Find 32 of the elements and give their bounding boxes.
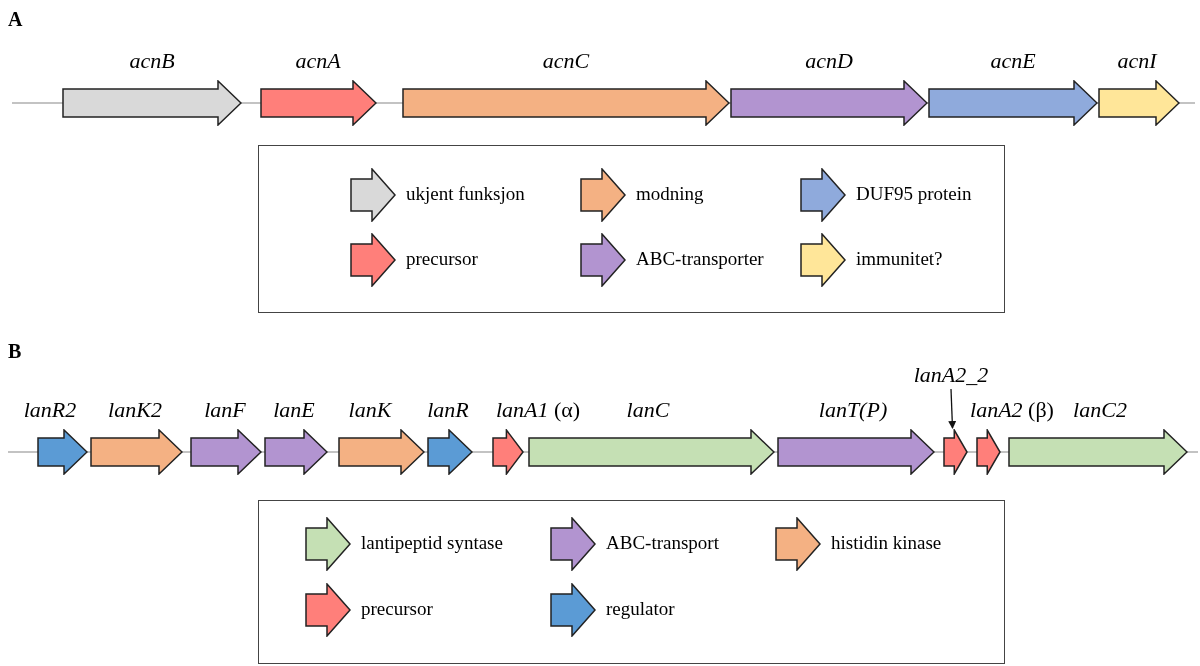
legend-text: ABC-transporter [636,247,764,271]
panel-letter: A [8,8,23,31]
legend-text: ABC-transport [606,531,719,555]
legend-text: immunitet? [856,247,943,271]
legend-text: DUF95 protein [856,182,972,206]
gene-label: lanA1 (α) [495,397,581,423]
legend-text: modning [636,182,704,206]
legend-text: lantipeptid syntase [361,531,503,555]
gene-label: lanE [273,397,315,423]
legend-text: regulator [606,597,675,621]
legend-text: precursor [361,597,433,621]
gene-label: acnB [129,48,175,74]
gene-label: lanK2 [108,397,162,423]
gene-label: lanA2_2 [913,362,989,388]
gene-label: lanR [427,397,469,423]
gene-label: acnI [1117,48,1157,74]
gene-label: lanF [204,397,246,423]
gene-label: lanA2 (β) [970,397,1054,423]
panel-letter: B [8,340,22,363]
gene-label: lanK [348,397,392,423]
gene-label: acnE [990,48,1036,74]
gene-label: lanR2 [23,397,77,423]
legend-text: histidin kinase [831,531,942,555]
gene-label: acnC [542,48,590,74]
legend-text: ukjent funksjon [406,182,525,206]
gene-label: lanC [626,397,670,423]
gene-label: acnD [805,48,853,74]
gene-label: lanT(P) [818,397,888,423]
leader-arrow [948,388,957,429]
gene-label: acnA [295,48,341,74]
gene-label: lanC2 [1073,397,1127,423]
legend-text: precursor [406,247,478,271]
